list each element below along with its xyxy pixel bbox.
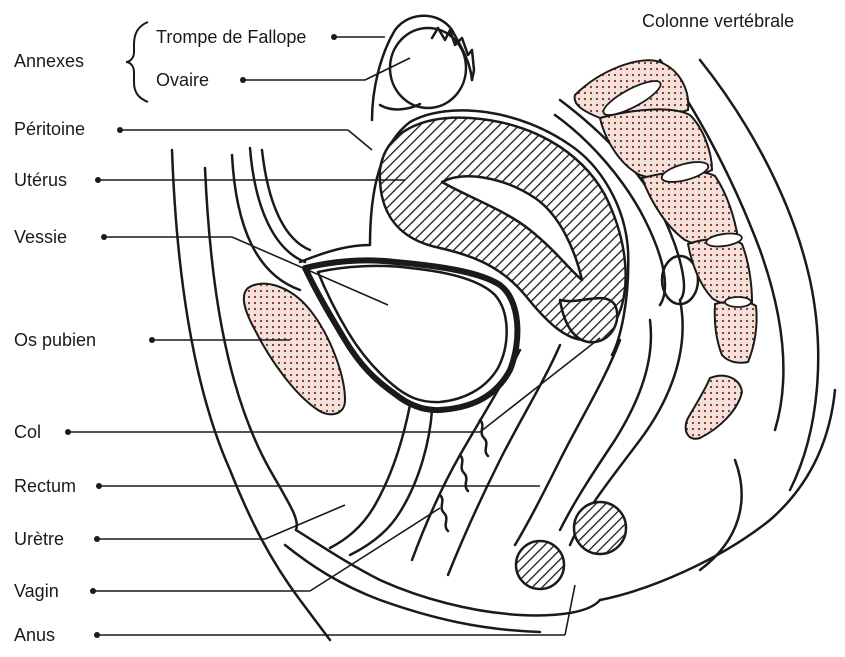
abdominal-wall-line-2 <box>250 148 305 262</box>
ovary <box>390 28 466 108</box>
label-colonne-vertebrale: Colonne vertébrale <box>642 12 794 30</box>
label-vagin: Vagin <box>14 582 59 600</box>
label-col: Col <box>14 423 41 441</box>
label-anus: Anus <box>14 626 55 644</box>
fimbriae <box>432 28 474 80</box>
label-ovaire: Ovaire <box>156 71 209 89</box>
label-os-pubien: Os pubien <box>14 331 96 349</box>
label-annexes: Annexes <box>14 52 84 70</box>
vagina-ridges <box>440 420 488 531</box>
abdominal-wall-line-3 <box>262 150 310 250</box>
label-uretre: Urètre <box>14 530 64 548</box>
label-trompe-de-fallope: Trompe de Fallope <box>156 28 306 46</box>
label-peritoine: Péritoine <box>14 120 85 138</box>
vertebra-5 <box>715 301 757 363</box>
anal-sphincter-lower <box>516 541 564 589</box>
urethra <box>330 405 410 548</box>
label-rectum: Rectum <box>14 477 76 495</box>
annexes-bracket <box>126 22 148 102</box>
coccyx <box>686 376 742 439</box>
anal-sphincter-upper <box>574 502 626 554</box>
fallopian-tube <box>372 16 472 120</box>
label-uterus: Utérus <box>14 171 67 189</box>
rectum-inner <box>560 320 651 530</box>
label-vessie: Vessie <box>14 228 67 246</box>
vertebra-4 <box>688 239 752 304</box>
pubic-bone <box>244 284 345 415</box>
